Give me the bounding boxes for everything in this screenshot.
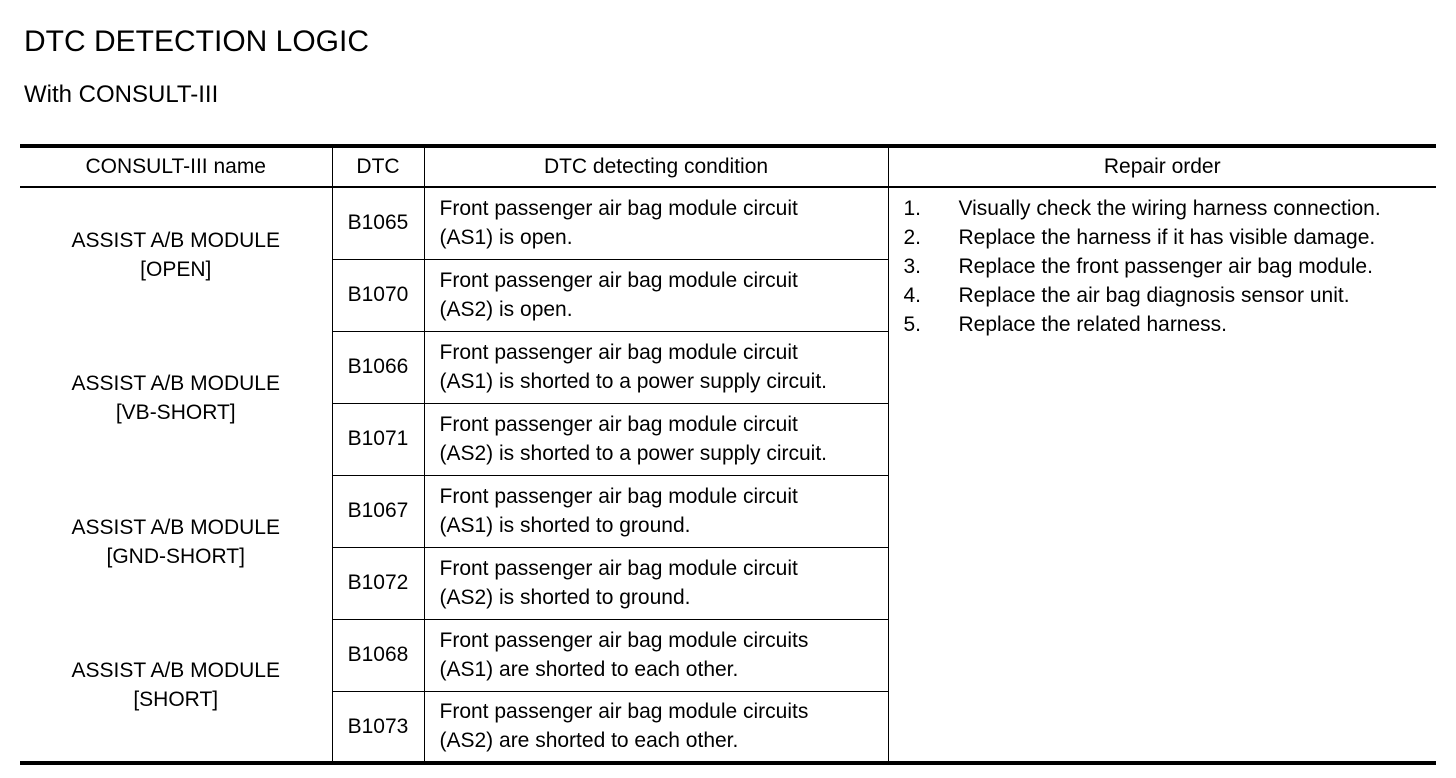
table-row: B1070 Front passenger air bag module cir…: [20, 259, 1436, 332]
repair-step-text: Replace the air bag diagnosis sensor uni…: [958, 284, 1350, 307]
header-consult-name: CONSULT-III name: [85, 155, 267, 178]
condition-line: (AS1) are shorted to each other.: [439, 658, 739, 681]
detecting-condition-cell: Front passenger air bag module circuit (…: [423, 547, 888, 620]
consult-name-qualifier: [VB-SHORT]: [115, 401, 236, 424]
consult-name-qualifier: [OPEN]: [140, 257, 212, 281]
consult-name-cell: ASSIST A/B MODULE [SHORT]: [20, 619, 332, 763]
detecting-condition-cell: Front passenger air bag module circuit (…: [423, 403, 888, 476]
condition-line: Front passenger air bag module circuit: [439, 269, 798, 292]
table-row: ASSIST A/B MODULE [SHORT] B1068 Front pa…: [20, 619, 1436, 711]
repair-step-number: 3.: [903, 255, 922, 278]
condition-line: (AS1) is shorted to ground.: [439, 514, 691, 537]
repair-step: 2. Replace the harness if it has visible …: [889, 223, 1437, 252]
consult-name-qualifier: [SHORT]: [133, 688, 219, 711]
dtc-code: B1070: [331, 259, 424, 332]
repair-step-number: 5.: [903, 313, 922, 336]
condition-line: (AS2) is shorted to a power supply circu…: [439, 442, 828, 465]
consult-name-cell: ASSIST A/B MODULE [GND-SHORT]: [20, 475, 332, 619]
consult-name-cell: ASSIST A/B MODULE [VB-SHORT]: [20, 331, 332, 475]
table-row: B1072 Front passenger air bag module cir…: [20, 547, 1436, 620]
detecting-condition-cell: Front passenger air bag module circuit (…: [423, 331, 888, 404]
consult-name-line: ASSIST A/B MODULE: [71, 516, 280, 539]
table-row: ASSIST A/B MODULE [VB-SHORT] B1066 Front…: [20, 331, 1436, 424]
repair-step: 4. Replace the air bag diagnosis sensor u…: [889, 281, 1437, 310]
detecting-condition-cell: Front passenger air bag module circuit (…: [423, 475, 888, 548]
condition-line: Front passenger air bag module circuit: [439, 341, 798, 364]
detecting-condition-cell: Front passenger air bag module circuits …: [423, 619, 888, 692]
dtc-code: B1065: [331, 187, 424, 260]
table-row: B1071 Front passenger air bag module cir…: [20, 403, 1436, 476]
repair-step-text: Replace the related harness.: [958, 313, 1228, 336]
consult-name-line: ASSIST A/B MODULE: [71, 228, 280, 252]
dtc-code: B1068: [331, 619, 424, 692]
page-title: DTC DETECTION LOGIC: [24, 25, 370, 58]
repair-step-number: 4.: [903, 284, 922, 307]
consult-name-qualifier: [GND-SHORT]: [106, 545, 245, 568]
consult-name-cell: ASSIST A/B MODULE [OPEN]: [20, 187, 332, 331]
repair-step-text: Visually check the wiring harness connec…: [958, 197, 1381, 220]
header-repair-order: Repair order: [887, 146, 1436, 187]
condition-line: Front passenger air bag module circuit: [439, 413, 798, 436]
repair-steps-list: 1. Visually check the wiring harness conn…: [889, 194, 1437, 339]
page-subtitle: With CONSULT-III: [24, 81, 219, 108]
repair-step-text: Replace the front passenger air bag modu…: [958, 255, 1373, 278]
header-dtc: DTC: [331, 146, 424, 187]
condition-line: Front passenger air bag module circuits: [439, 629, 809, 652]
repair-step-number: 1.: [903, 197, 922, 220]
condition-line: Front passenger air bag module circuits: [439, 700, 809, 724]
dtc-detection-table: CONSULT-III name DTC DTC detecting condi…: [20, 144, 1436, 765]
repair-step-number: 2.: [903, 226, 922, 249]
repair-order-cell: 1. Visually check the wiring harness conn…: [887, 187, 1437, 763]
condition-line: (AS2) is open.: [439, 298, 573, 321]
condition-line: (AS2) are shorted to each other.: [439, 729, 739, 753]
condition-line: Front passenger air bag module circuit: [439, 557, 798, 580]
condition-line: (AS1) is open.: [439, 226, 573, 250]
dtc-code: B1067: [331, 475, 424, 548]
detecting-condition-cell: Front passenger air bag module circuit (…: [423, 259, 888, 332]
table-row: ASSIST A/B MODULE [GND-SHORT] B1067 Fron…: [20, 475, 1436, 568]
dtc-code: B1073: [331, 691, 424, 763]
consult-name-line: ASSIST A/B MODULE: [71, 372, 280, 395]
condition-line: (AS2) is shorted to ground.: [439, 586, 691, 609]
repair-step: 5. Replace the related harness.: [889, 310, 1437, 339]
condition-line: Front passenger air bag module circuit: [439, 485, 798, 508]
header-detecting-condition: DTC detecting condition: [423, 146, 888, 187]
condition-line: Front passenger air bag module circuit: [439, 197, 798, 221]
detecting-condition-cell: Front passenger air bag module circuits …: [423, 691, 888, 763]
detecting-condition-cell: Front passenger air bag module circuit (…: [423, 187, 888, 260]
dtc-code: B1071: [331, 403, 424, 476]
dtc-code: B1072: [331, 547, 424, 620]
consult-name-line: ASSIST A/B MODULE: [71, 659, 280, 682]
table-row: ASSIST A/B MODULE [OPEN] B1065 Front pas…: [20, 187, 1436, 763]
repair-step: 3. Replace the front passenger air bag mo…: [889, 252, 1437, 281]
table-header-row: CONSULT-III name DTC DTC detecting condi…: [20, 146, 1436, 187]
condition-line: (AS1) is shorted to a power supply circu…: [439, 370, 828, 393]
table-row: B1073 Front passenger air bag module cir…: [20, 691, 1436, 763]
dtc-code: B1066: [331, 331, 424, 404]
repair-step-text: Replace the harness if it has visible da…: [958, 226, 1376, 249]
repair-step: 1. Visually check the wiring harness conn…: [889, 194, 1437, 223]
